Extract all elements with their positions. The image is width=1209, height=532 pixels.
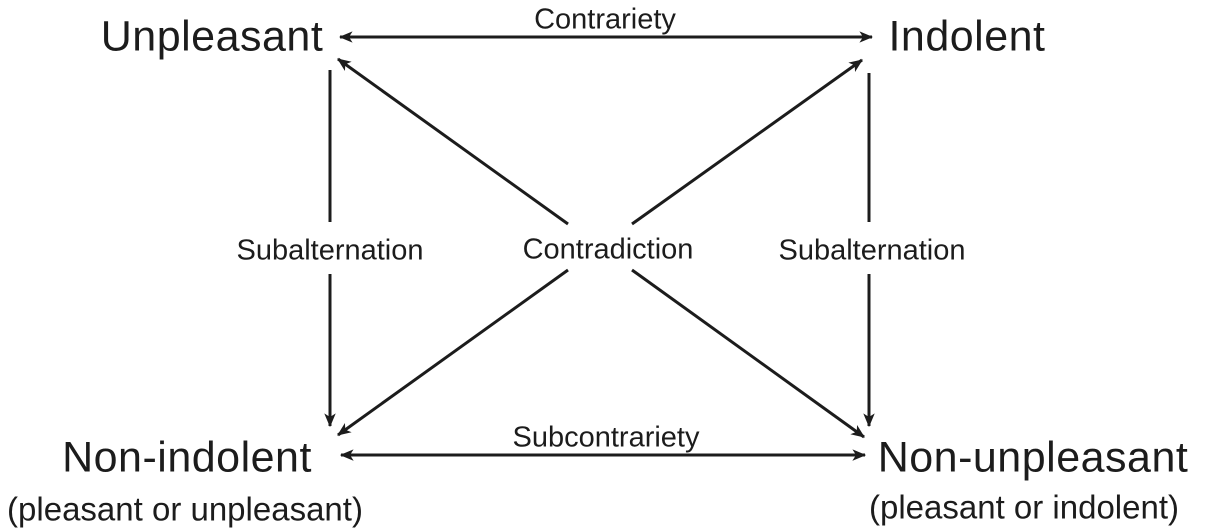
edge-label-subalternation-left: Subalternation bbox=[236, 234, 424, 267]
edge-label-subalternation-right: Subalternation bbox=[778, 234, 966, 267]
contradiction-diagonal-bl-segment bbox=[337, 268, 569, 437]
node-non-indolent-subcaption: (pleasant or unpleasant) bbox=[7, 490, 363, 528]
node-indolent: Indolent bbox=[888, 12, 1046, 61]
edge-label-contrariety: Contrariety bbox=[534, 3, 676, 36]
node-non-unpleasant: Non-unpleasant bbox=[877, 433, 1189, 482]
contradiction-diagonal-tr-segment bbox=[631, 58, 863, 226]
contradiction-diagonal-tl-segment bbox=[337, 57, 569, 226]
node-unpleasant: Unpleasant bbox=[100, 12, 324, 61]
edge-label-subcontrariety: Subcontrariety bbox=[512, 421, 700, 454]
node-non-unpleasant-subcaption: (pleasant or indolent) bbox=[868, 488, 1180, 526]
edge-label-contradiction: Contradiction bbox=[522, 233, 694, 266]
contradiction-diagonal-br-segment bbox=[631, 268, 865, 439]
node-non-indolent: Non-indolent bbox=[62, 433, 312, 482]
